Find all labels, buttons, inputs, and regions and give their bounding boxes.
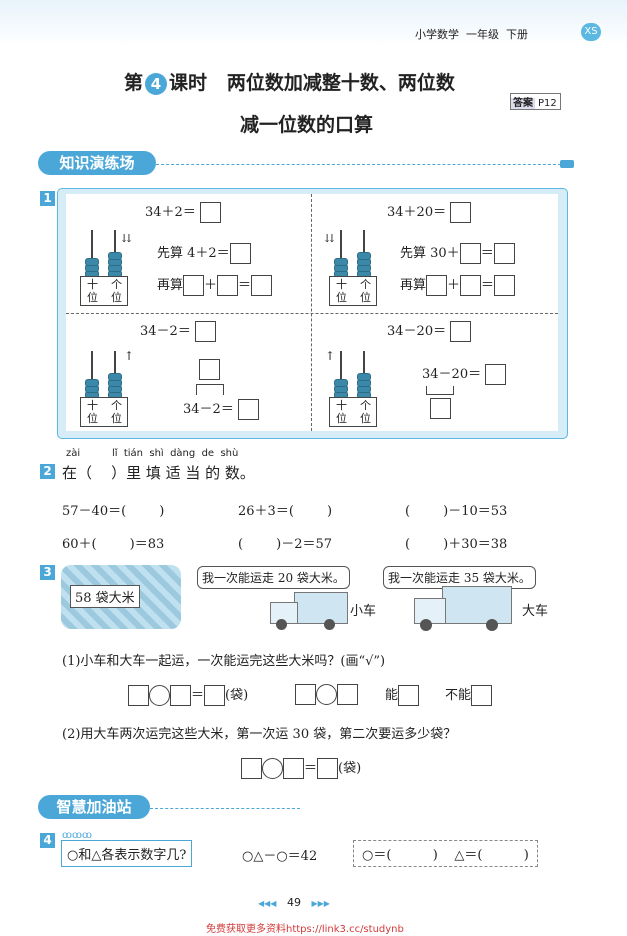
- answer-box[interactable]: [204, 685, 226, 706]
- big-truck-bubble: 我一次能运走 35 袋大米。: [383, 566, 536, 589]
- q3-compare: [295, 684, 358, 705]
- q2-instruction: 在（ ）里 填 适 当 的 数。: [62, 464, 255, 482]
- answer-box[interactable]: [170, 685, 191, 706]
- answer-box[interactable]: [337, 684, 358, 705]
- q3-can: 能: [385, 684, 420, 706]
- q2-item[interactable]: 60＋( )＝83: [62, 537, 165, 552]
- watermark: 免费获取更多资料https://link3.cc/studynb: [206, 924, 404, 935]
- q1-tl-step1: 先算 4＋2＝: [157, 242, 251, 264]
- lesson-number-badge: 4: [145, 73, 168, 95]
- q4-answer[interactable]: ○＝( ) △＝( ): [353, 840, 538, 867]
- answer-box[interactable]: [128, 685, 149, 706]
- q1-br-equation: 34－20＝: [387, 320, 472, 342]
- q1-inner: [66, 194, 558, 431]
- page-footer: ◀◀◀ 49 ▶▶▶: [258, 896, 330, 909]
- answer-box[interactable]: [459, 243, 481, 264]
- answer-box[interactable]: [283, 758, 304, 779]
- can-checkbox[interactable]: [398, 685, 420, 706]
- answer-box[interactable]: [237, 399, 259, 420]
- q1-tr-equation: 34＋20＝: [387, 201, 472, 223]
- section-dashline-2: [150, 808, 300, 809]
- question-4-number: 4: [40, 833, 55, 848]
- q1-bl-equation: 34－2＝: [140, 320, 216, 342]
- down-arrow-icon: ⇊: [122, 232, 132, 245]
- section-challenge: 智慧加油站: [38, 795, 150, 819]
- q1-hdivider: [66, 313, 558, 314]
- big-truck-image: [412, 584, 512, 634]
- question-1-number: 1: [40, 191, 55, 206]
- answer-box[interactable]: [241, 758, 262, 779]
- compare-circle[interactable]: [316, 684, 337, 705]
- answer-box[interactable]: [494, 275, 516, 296]
- page-number: 49: [286, 896, 301, 909]
- operator-circle[interactable]: [149, 685, 170, 706]
- q3-part2-equation: ＝(袋): [241, 757, 361, 779]
- q3-part1: (1)小车和大车一起运，一次能运完这些大米吗？(画“√”): [62, 654, 386, 669]
- q3-part2: (2)用大车两次运完这些大米，第一次运 30 袋，第二次要运多少袋？: [62, 727, 457, 742]
- q1-tr-step2: 再算＋＝: [400, 274, 516, 296]
- cannot-checkbox[interactable]: [471, 685, 493, 706]
- answer-box[interactable]: [450, 321, 472, 342]
- q1-bl-topbox[interactable]: [199, 359, 220, 380]
- q1-bl-bracket: [196, 384, 224, 395]
- q2-item[interactable]: ( )＋30＝38: [405, 537, 508, 552]
- answer-box[interactable]: [183, 275, 205, 296]
- q2-item[interactable]: 57－40＝( ): [62, 504, 165, 519]
- abacus-tl: ⇊ 十位 个位: [80, 228, 132, 306]
- q2-item[interactable]: ( )－2＝57: [238, 537, 333, 552]
- q1-bl-bottom: 34－2＝: [183, 398, 259, 420]
- rice-label: 58 袋大米: [70, 585, 140, 608]
- up-arrow-icon: ↑: [124, 349, 135, 363]
- answer-box[interactable]: [485, 364, 507, 385]
- section-practice: 知识演练场: [38, 151, 156, 175]
- answer-box[interactable]: [217, 275, 239, 296]
- small-truck-image: [268, 590, 348, 632]
- answer-box[interactable]: [229, 243, 251, 264]
- header-band: [0, 0, 627, 46]
- answer-box[interactable]: [426, 275, 448, 296]
- q2-item[interactable]: ( )－10＝53: [405, 504, 508, 519]
- q1-vdivider: [311, 194, 312, 431]
- q4-question-card: ○和△各表示数字几?: [61, 840, 193, 867]
- answer-box[interactable]: [450, 202, 472, 223]
- q2-pinyin: zài lǐ tián shì dàng de shù: [66, 448, 239, 459]
- big-truck-label: 大车: [522, 604, 549, 619]
- header-series: 小学数学 一年级 下册: [415, 28, 528, 41]
- lesson-title-line2: 减一位数的口算: [240, 114, 374, 136]
- q1-tl-equation: 34＋2＝: [145, 201, 221, 223]
- small-truck-bubble: 我一次能运走 20 袋大米。: [197, 566, 350, 589]
- answer-box[interactable]: [493, 243, 515, 264]
- answer-box[interactable]: [194, 321, 216, 342]
- q4-equation: ○△－○＝42: [242, 849, 318, 864]
- q1-br-inner: 34－20＝: [422, 363, 507, 385]
- section-dashline: [156, 164, 566, 165]
- answer-box[interactable]: [295, 684, 316, 705]
- q3-cannot: 不能: [445, 684, 493, 706]
- q1-br-bottombox[interactable]: [430, 398, 451, 419]
- question-2-number: 2: [40, 464, 55, 479]
- answer-box[interactable]: [251, 275, 273, 296]
- answer-box[interactable]: [460, 275, 482, 296]
- up-arrow-icon: ↑: [325, 349, 336, 363]
- q3-part1-equation: ＝(袋): [128, 684, 248, 706]
- edition-badge: XS: [581, 23, 601, 41]
- q2-item[interactable]: 26＋3＝( ): [238, 504, 333, 519]
- q1-tr-step1: 先算 30＋＝: [400, 242, 515, 264]
- abacus-tr: ⇊ 十位 个位: [325, 228, 378, 306]
- q1-tl-step2: 再算＋＝: [157, 274, 273, 296]
- abacus-bl: ↑ 十位 个位: [80, 347, 136, 427]
- q4-spiral-icon: ꝏꝏꝏ: [62, 830, 92, 841]
- abacus-br: ↑ 十位 个位: [325, 347, 378, 427]
- small-truck-label: 小车: [350, 604, 377, 619]
- down-arrow-icon: ⇊: [325, 232, 335, 245]
- answer-box[interactable]: [199, 202, 221, 223]
- answer-box[interactable]: [317, 758, 339, 779]
- question-3-number: 3: [40, 565, 55, 580]
- pencil-icon: [560, 160, 574, 168]
- operator-circle[interactable]: [262, 758, 283, 779]
- q1-br-bracket: [426, 386, 454, 395]
